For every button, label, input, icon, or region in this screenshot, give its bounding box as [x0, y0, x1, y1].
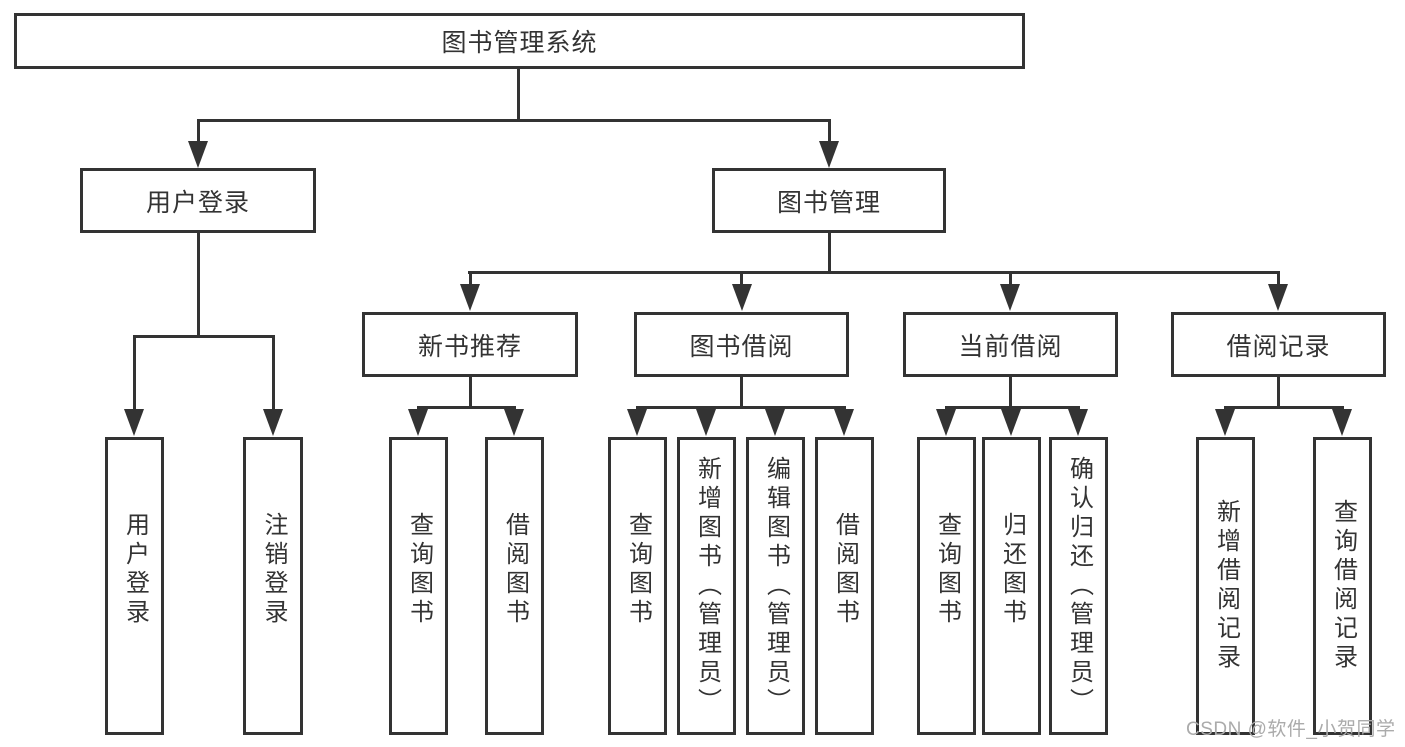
connector-line [272, 335, 275, 412]
arrow-down-icon [188, 141, 208, 168]
leaf-br-query-record-label: 查询借阅记录 [1329, 499, 1357, 673]
connector-line [1009, 377, 1012, 409]
connector-line [197, 119, 831, 122]
node-borrowing-records-label: 借阅记录 [1226, 332, 1331, 361]
arrow-down-icon [936, 409, 956, 436]
connector-line [469, 377, 472, 409]
connector-line [1277, 377, 1280, 409]
leaf-br-add-record-label: 新增借阅记录 [1212, 499, 1240, 673]
leaf-cb-query-books-label: 查询图书 [933, 512, 961, 628]
leaf-logout-label: 注销登录 [260, 512, 287, 628]
arrow-down-icon [1332, 409, 1352, 436]
node-new-book-recommend-label: 新书推荐 [417, 332, 522, 361]
leaf-cb-return-books: 归还图书 [982, 437, 1041, 735]
arrow-down-icon [819, 141, 839, 168]
arrow-down-icon [1215, 409, 1235, 436]
connector-line [1224, 406, 1344, 409]
leaf-nbr-query-books: 查询图书 [389, 437, 448, 735]
leaf-cb-confirm-return-admin-label: 确认归还（管理员） [1065, 455, 1093, 717]
connector-line [1277, 271, 1280, 288]
connector-line [417, 406, 516, 409]
arrow-down-icon [732, 284, 752, 311]
connector-line [828, 233, 831, 274]
leaf-user-login-label: 用户登录 [121, 512, 149, 628]
node-root: 图书管理系统 [14, 13, 1025, 69]
leaf-bb-add-books-admin-label: 新增图书（管理员） [693, 455, 721, 717]
leaf-bb-query-books: 查询图书 [608, 437, 667, 735]
arrow-down-icon [1001, 409, 1021, 436]
node-book-management-label: 图书管理 [776, 188, 881, 217]
leaf-bb-borrow-books: 借阅图书 [815, 437, 874, 735]
arrow-down-icon [504, 409, 524, 436]
leaf-user-login: 用户登录 [105, 437, 164, 735]
connector-line [197, 119, 200, 144]
leaf-bb-query-books-label: 查询图书 [624, 512, 652, 628]
leaf-cb-return-books-label: 归还图书 [998, 512, 1026, 628]
connector-line [197, 233, 200, 337]
node-book-borrowing-label: 图书借阅 [689, 332, 794, 361]
arrow-down-icon [834, 409, 854, 436]
leaf-br-query-record: 查询借阅记录 [1313, 437, 1372, 735]
leaf-bb-add-books-admin: 新增图书（管理员） [677, 437, 736, 735]
arrow-down-icon [460, 284, 480, 311]
leaf-bb-edit-books-admin-label: 编辑图书（管理员） [762, 455, 790, 717]
connector-line [636, 406, 846, 409]
node-borrowing-records: 借阅记录 [1171, 312, 1386, 377]
arrow-down-icon [124, 409, 144, 436]
node-book-borrowing: 图书借阅 [634, 312, 849, 377]
node-book-management: 图书管理 [712, 168, 946, 233]
leaf-bb-edit-books-admin: 编辑图书（管理员） [746, 437, 805, 735]
arrow-down-icon [1000, 284, 1020, 311]
connector-line [740, 377, 743, 409]
leaf-br-add-record: 新增借阅记录 [1196, 437, 1255, 735]
leaf-nbr-query-books-label: 查询图书 [405, 512, 433, 628]
connector-line [133, 335, 275, 338]
arrow-down-icon [408, 409, 428, 436]
leaf-bb-borrow-books-label: 借阅图书 [831, 512, 859, 628]
csdn-watermark: CSDN @软件_小贺同学 [1186, 719, 1396, 740]
node-new-book-recommend: 新书推荐 [362, 312, 578, 377]
connector-line [468, 271, 1280, 274]
node-user-login-label: 用户登录 [145, 188, 250, 217]
arrow-down-icon [1268, 284, 1288, 311]
connector-line [517, 69, 520, 121]
connector-line [828, 119, 831, 144]
arrow-down-icon [627, 409, 647, 436]
leaf-nbr-borrow-books-label: 借阅图书 [501, 512, 529, 628]
node-current-borrowing-label: 当前借阅 [958, 332, 1063, 361]
leaf-nbr-borrow-books: 借阅图书 [485, 437, 544, 735]
connector-line [945, 406, 1080, 409]
leaf-cb-query-books: 查询图书 [917, 437, 976, 735]
connector-line [469, 271, 472, 288]
leaf-cb-confirm-return-admin: 确认归还（管理员） [1049, 437, 1108, 735]
connector-line [740, 271, 743, 288]
connector-line [1009, 271, 1012, 288]
node-user-login: 用户登录 [80, 168, 316, 233]
arrow-down-icon [765, 409, 785, 436]
node-root-label: 图书管理系统 [441, 29, 598, 57]
arrow-down-icon [696, 409, 716, 436]
arrow-down-icon [1068, 409, 1088, 436]
leaf-logout: 注销登录 [243, 437, 303, 735]
connector-line [133, 335, 136, 412]
arrow-down-icon [263, 409, 283, 436]
node-current-borrowing: 当前借阅 [903, 312, 1118, 377]
